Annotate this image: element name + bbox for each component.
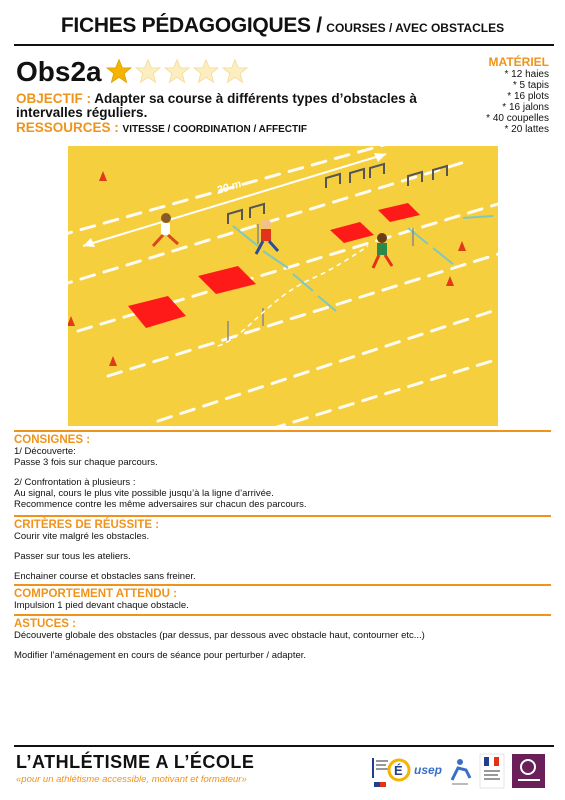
- section-astuces: ASTUCES : Découverte globale des obstacl…: [14, 614, 551, 661]
- text-line: Passe 3 fois sur chaque parcours.: [14, 457, 158, 468]
- mat: [378, 203, 420, 222]
- logos-strip: É usep: [372, 753, 545, 789]
- ressources-label: RESSOURCES :: [16, 120, 119, 135]
- page-header: FICHES PÉDAGOGIQUES / COURSES / AVEC OBS…: [0, 14, 565, 38]
- runner: [254, 219, 280, 255]
- cone: [458, 241, 466, 251]
- section-rule: [14, 614, 551, 616]
- usep-logo: usep: [414, 763, 442, 777]
- header-subtitle: COURSES / AVEC OBSTACLES: [326, 21, 505, 35]
- ressources: RESSOURCES : VITESSE / COORDINATION / AF…: [16, 120, 307, 135]
- section-body: Impulsion 1 pied devant chaque obstacle.: [14, 600, 551, 611]
- section-rule: [14, 430, 551, 432]
- blank-line: [14, 641, 551, 650]
- header-rule: [14, 44, 554, 46]
- star-icon-empty: [193, 58, 219, 84]
- section-criteres: CRITÈRES DE RÉUSSITE : Courir vite malgr…: [14, 515, 551, 582]
- lane-lines: [68, 146, 498, 426]
- text-line: Impulsion 1 pied devant chaque obstacle.: [14, 600, 189, 611]
- text-line: Courir vite malgré les obstacles.: [14, 531, 150, 542]
- objectif: OBJECTIF : Adapter sa course à différent…: [16, 92, 436, 120]
- ressources-text: VITESSE / COORDINATION / AFFECTIF: [122, 124, 307, 135]
- runner-figure-logo: [450, 759, 472, 785]
- text-line: Recommence contre les même adversaires s…: [14, 499, 307, 510]
- cone: [109, 356, 117, 366]
- materiel-item: * 5 tapis: [512, 80, 549, 91]
- materiel-title: MATÉRIEL: [488, 55, 549, 69]
- partner-logos: É usep: [372, 752, 547, 790]
- section-body: 1/ Découverte: Passe 3 fois sur chaque p…: [14, 446, 551, 510]
- star-icon-filled: [106, 58, 132, 84]
- hurdles: [227, 162, 448, 224]
- e-logo: É: [387, 758, 411, 782]
- republic-logo: [479, 753, 505, 789]
- objectif-text: Adapter sa course à différents types d’o…: [16, 91, 417, 120]
- svg-text:É: É: [394, 763, 403, 778]
- mat: [128, 296, 186, 328]
- ministry-logo: [372, 758, 388, 787]
- text-line: Passer sur tous les ateliers.: [14, 551, 131, 562]
- blank-line: [14, 542, 551, 551]
- footer-title: L’ATHLÉTISME A L’ÉCOLE: [16, 752, 255, 772]
- sheet-code: Obs2a: [16, 56, 102, 87]
- text-line: Enchainer course et obstacles sans frein…: [14, 571, 196, 582]
- section-title: CRITÈRES DE RÉUSSITE :: [14, 519, 160, 531]
- header-title: FICHES PÉDAGOGIQUES /: [60, 14, 322, 37]
- star-icon-empty: [164, 58, 190, 84]
- cone: [68, 316, 75, 326]
- poles: [227, 224, 414, 341]
- distance-label: 20 m: [214, 178, 243, 197]
- section-consignes: CONSIGNES : 1/ Découverte: Passe 3 fois …: [14, 430, 551, 510]
- cone: [99, 171, 107, 181]
- cones: [68, 171, 466, 366]
- course-drawing: 20 m: [68, 146, 498, 426]
- text-line: 1/ Découverte:: [14, 446, 76, 457]
- star-icon-empty: [135, 58, 161, 84]
- mat: [198, 266, 256, 294]
- section-title: COMPORTEMENT ATTENDU :: [14, 588, 177, 600]
- materiel-item: * 16 plots: [507, 91, 549, 102]
- section-rule: [14, 515, 551, 517]
- text-line: Modifier l’aménagement en cours de séanc…: [14, 650, 307, 661]
- rating-stars: [106, 58, 248, 84]
- materiel-box: MATÉRIEL * 12 haies * 5 tapis * 16 plots…: [486, 55, 549, 136]
- section-rule: [14, 584, 551, 586]
- runner: [151, 213, 180, 248]
- star-icon-empty: [222, 58, 248, 84]
- footer-rule: [14, 745, 554, 747]
- red-mats: [128, 203, 420, 328]
- course-illustration: 20 m: [68, 146, 498, 426]
- text-line: Au signal, cours le plus vite possible j…: [14, 488, 274, 499]
- text-line: 2/ Confrontation à plusieurs :: [14, 477, 136, 488]
- runner: [371, 233, 394, 269]
- section-title: CONSIGNES :: [14, 434, 91, 446]
- text-line: Découverte globale des obstacles (par de…: [14, 630, 425, 641]
- section-body: Courir vite malgré les obstacles. Passer…: [14, 531, 551, 582]
- footer-tagline: «pour un athlétisme accessible, motivant…: [16, 774, 247, 785]
- ffa-logo: [512, 754, 545, 788]
- section-comportement: COMPORTEMENT ATTENDU : Impulsion 1 pied …: [14, 584, 551, 611]
- materiel-item: * 20 lattes: [504, 124, 549, 135]
- latte-bars: [232, 215, 494, 312]
- distance-arrow: [82, 153, 387, 247]
- mat: [330, 222, 374, 243]
- materiel-item: * 16 jalons: [502, 102, 549, 113]
- materiel-item: * 12 haies: [504, 69, 549, 80]
- objectif-label: OBJECTIF :: [16, 91, 92, 106]
- blank-line: [14, 468, 551, 477]
- section-title: ASTUCES :: [14, 618, 76, 630]
- blank-line: [14, 562, 551, 571]
- section-body: Découverte globale des obstacles (par de…: [14, 630, 551, 661]
- materiel-item: * 40 coupelles: [486, 113, 549, 124]
- running-path: [217, 245, 369, 347]
- cone: [446, 276, 454, 286]
